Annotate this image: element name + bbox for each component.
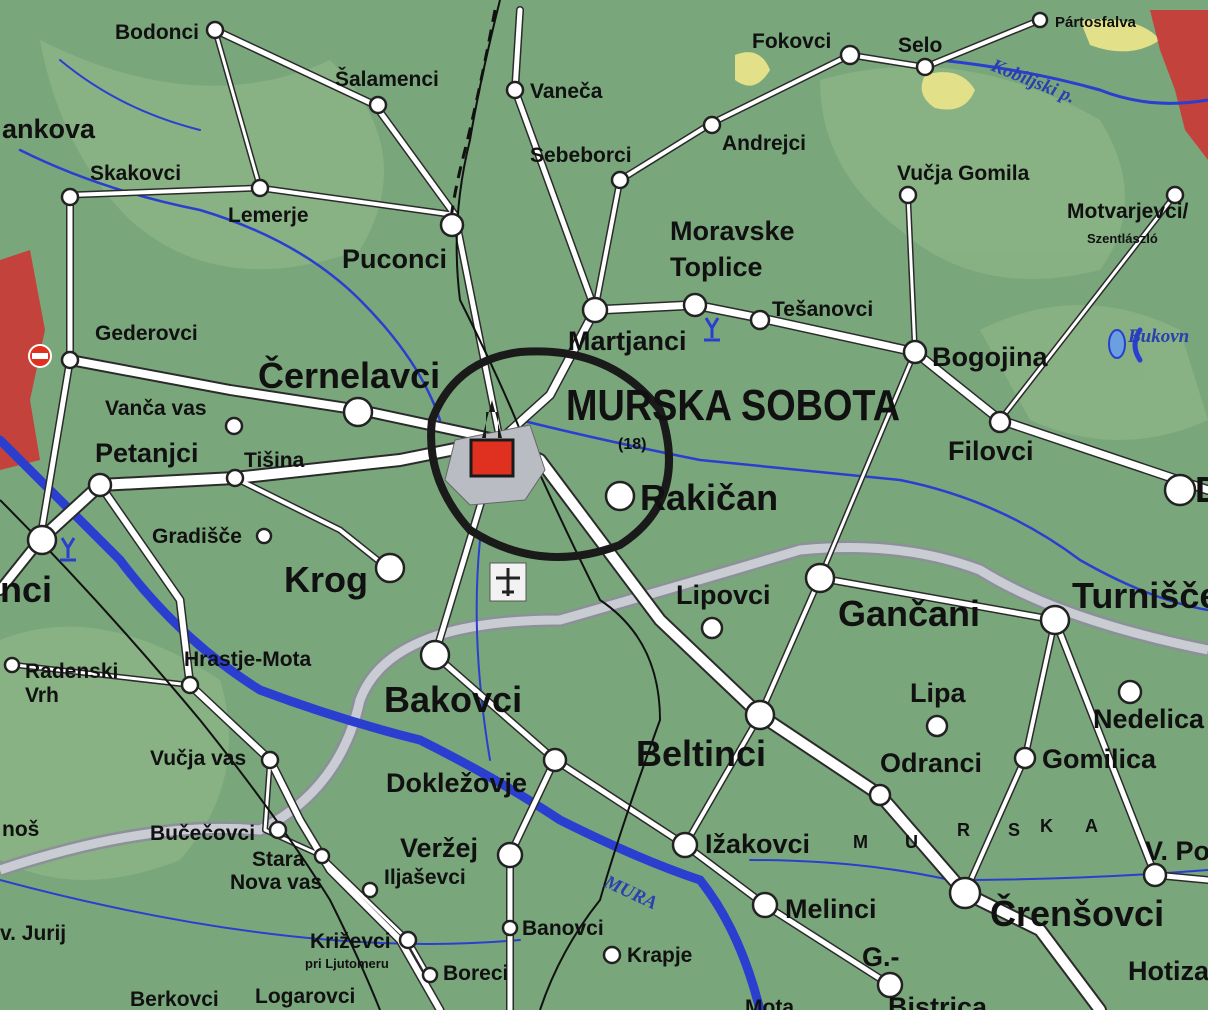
label-motvarjevci: Motvarjevci/ — [1067, 200, 1189, 223]
label-turnisce: Turnišče — [1072, 575, 1208, 616]
label-cernelavci: Černelavci — [258, 354, 440, 396]
label-gancani: Gančani — [838, 593, 980, 634]
label-bukovnica: Bukovn — [1127, 326, 1189, 347]
label-rakican: Rakičan — [640, 477, 778, 518]
label-hotiza: Hotiza — [1128, 956, 1208, 986]
region-letter: A — [1085, 816, 1098, 836]
border-crossing-icon[interactable] — [28, 344, 52, 368]
label-lemerje: Lemerje — [228, 204, 309, 227]
settlement-markers — [3, 11, 1197, 999]
label-banovci: Banovci — [522, 917, 604, 940]
label-puconci: Puconci — [342, 244, 447, 274]
label-tesanovci: Tešanovci — [772, 298, 873, 321]
label-petanjci: Petanjci — [95, 438, 199, 468]
label-andrejci: Andrejci — [722, 132, 806, 155]
label-krog: Krog — [284, 559, 368, 600]
label-odranci: Odranci — [880, 748, 982, 778]
label-gomilica: Gomilica — [1042, 744, 1157, 774]
label-vucja-vas: Vučja vas — [150, 747, 246, 770]
label-selo: Selo — [898, 34, 942, 57]
airport-icon[interactable] — [489, 562, 527, 602]
label-melinci: Melinci — [785, 894, 877, 924]
label-izakovci: Ižakovci — [705, 829, 810, 859]
label-mota: Mota — [745, 996, 794, 1010]
railway-dashed — [448, 9, 497, 231]
label-iljasevci: Iljaševci — [384, 866, 466, 889]
label-szentlaszlo: Szentlászló — [1087, 231, 1158, 246]
region-letter: M — [853, 832, 868, 852]
label-toplice: Toplice — [670, 252, 763, 282]
label-g: G.- — [862, 942, 900, 972]
place-labels: Bodonci Šalamenci Vaneča Fokovci Selo Pá… — [0, 14, 1208, 1010]
terrain-shading — [0, 40, 1208, 880]
label-nova-vas: Nova vas — [230, 871, 322, 894]
label-nedelica: Nedelica — [1093, 704, 1205, 734]
label-salamenci: Šalamenci — [335, 67, 439, 91]
label-dobrovnik: D — [1195, 469, 1208, 510]
label-pri-ljutomeru: pri Ljutomeru — [305, 956, 389, 971]
label-vucja-gomila: Vučja Gomila — [897, 162, 1030, 185]
label-bucecovci: Bučečovci — [150, 822, 255, 845]
label-vpolana: V. Po — [1145, 836, 1208, 866]
label-hrastje: Hrastje-Mota — [184, 648, 312, 671]
region-letter: S — [1008, 820, 1020, 840]
rivers — [0, 58, 1208, 1010]
label-vaneca: Vaneča — [530, 80, 603, 103]
label-nci: nci — [0, 569, 52, 610]
label-bistrica: Bistrica — [888, 992, 988, 1010]
label-boreci: Boreci — [443, 962, 508, 985]
highlight-circle — [427, 347, 673, 561]
label-sebeborci: Sebeborci — [530, 144, 632, 167]
label-nos: noš — [2, 818, 39, 841]
spa-icon — [60, 317, 720, 562]
label-lipa: Lipa — [910, 678, 966, 708]
label-gederovci: Gederovci — [95, 322, 198, 345]
region-letter: R — [957, 820, 970, 840]
label-gradisce: Gradišče — [152, 525, 242, 548]
label-filovci: Filovci — [948, 436, 1034, 466]
label-skakovci: Skakovci — [90, 162, 181, 185]
label-bakovci: Bakovci — [384, 679, 522, 720]
label-vrh: Vrh — [25, 684, 59, 707]
railway — [0, 0, 662, 1010]
label-radenski: Radenski — [25, 660, 118, 683]
label-bogojina: Bogojina — [932, 342, 1048, 372]
label-murska-sobota: MURSKA SOBOTA — [566, 381, 900, 430]
label-jurij: v. Jurij — [0, 922, 66, 945]
label-moravske: Moravske — [670, 216, 795, 246]
label-logarovci: Logarovci — [255, 985, 355, 1008]
label-stara: Stara — [252, 848, 305, 871]
label-berkovci: Berkovci — [130, 988, 219, 1010]
label-partosfalva: Pártosfalva — [1055, 14, 1137, 31]
label-doklezovje: Dokležovje — [386, 768, 527, 798]
city-marker[interactable] — [469, 438, 515, 478]
state-border — [0, 10, 1208, 470]
region-label-murska: M U R S K A — [853, 816, 1098, 852]
region-letter: U — [905, 832, 918, 852]
arrow-up-icon — [482, 400, 502, 438]
label-lipovci: Lipovci — [676, 580, 771, 610]
region-letter: K — [1040, 816, 1053, 836]
label-crensovci: Črenšovci — [990, 892, 1164, 934]
label-city-code: (18) — [618, 436, 646, 453]
label-bodonci: Bodonci — [115, 21, 199, 44]
label-krizevci: Križevci — [310, 930, 391, 953]
motorway — [0, 540, 1208, 877]
label-beltinci: Beltinci — [636, 733, 766, 774]
label-martjanci: Martjanci — [568, 326, 687, 356]
lake-bukovnisko — [1108, 329, 1126, 359]
label-tisina: Tišina — [244, 449, 305, 472]
label-fokovci: Fokovci — [752, 30, 831, 53]
label-rankova: ankova — [2, 114, 96, 144]
label-verzej: Veržej — [400, 833, 478, 863]
label-vanca-vas: Vanča vas — [105, 397, 207, 420]
label-krapje: Krapje — [627, 944, 692, 967]
highland-patches — [735, 19, 1160, 110]
